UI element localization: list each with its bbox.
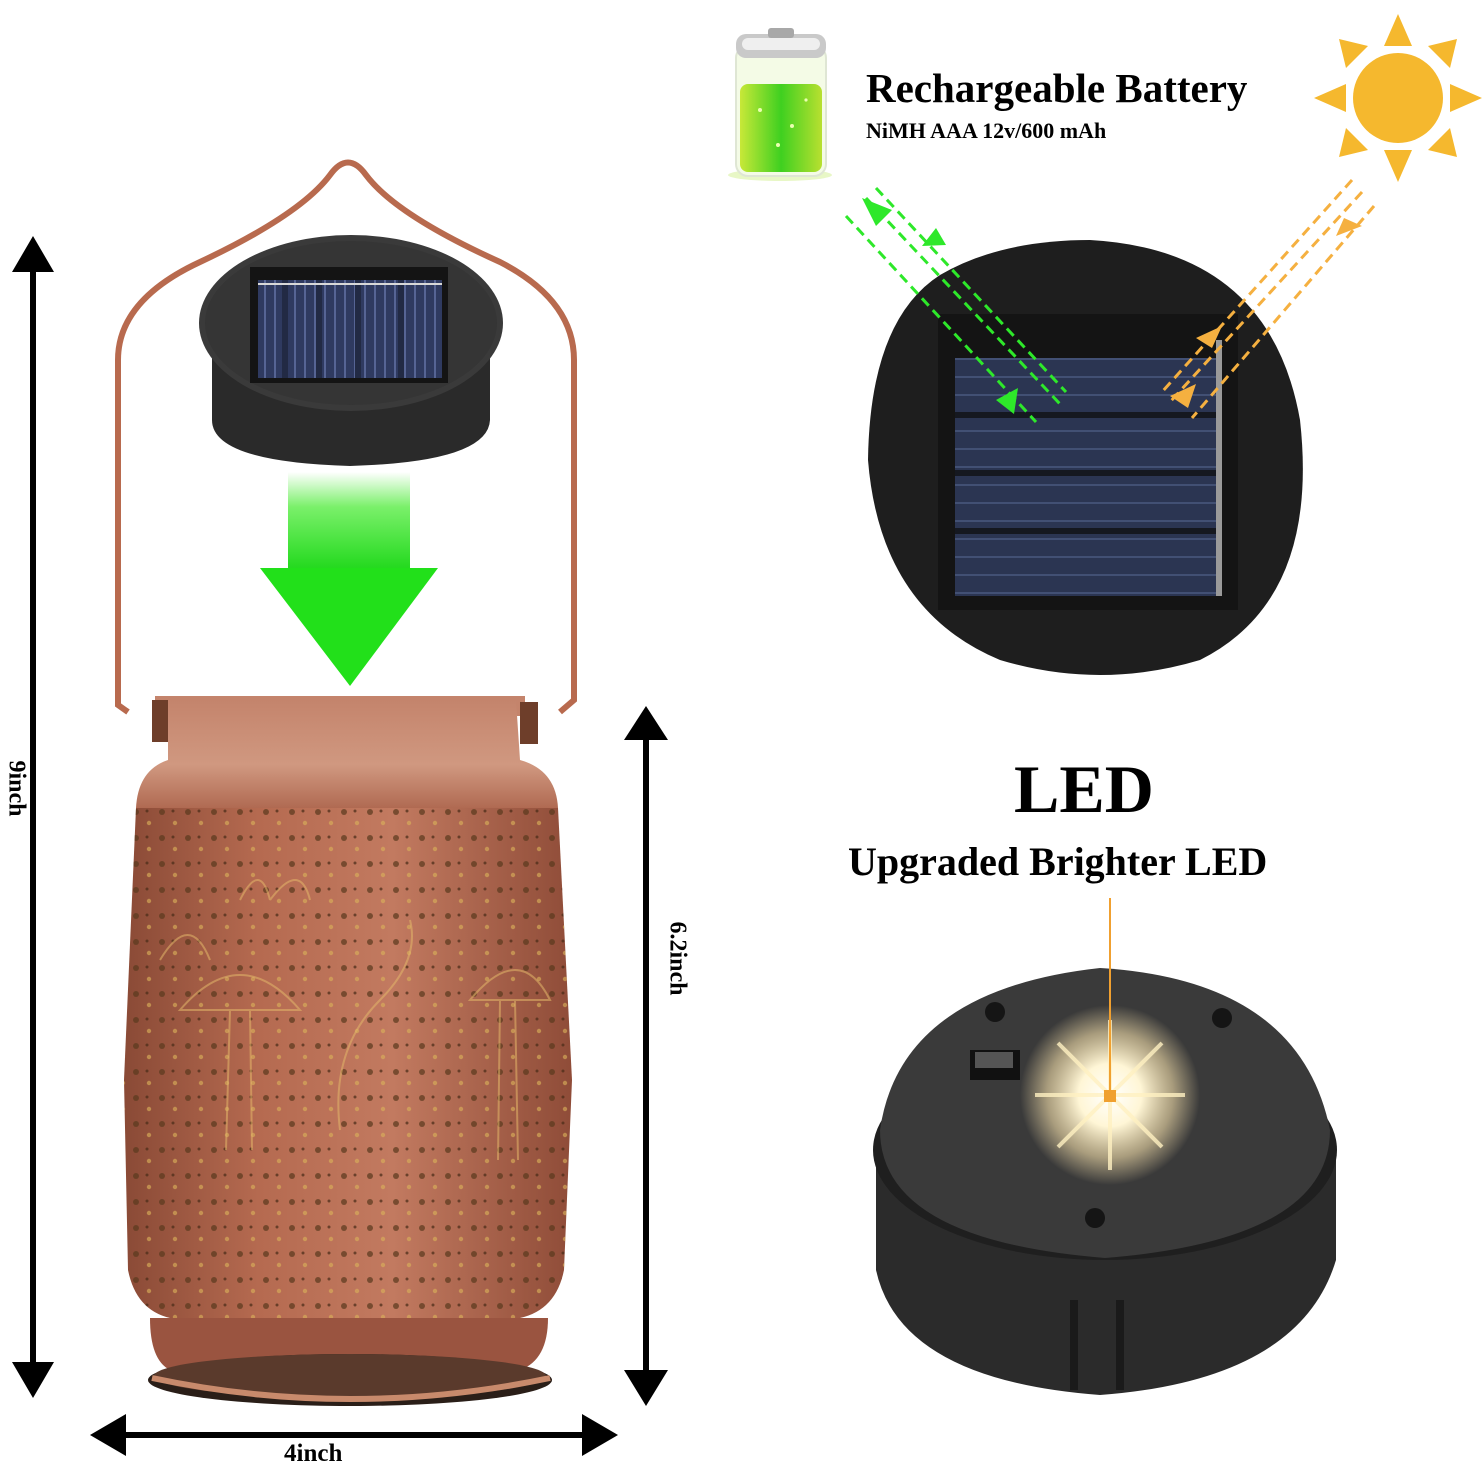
- reflected-rays: [844, 186, 1068, 424]
- sun-icon: [1314, 14, 1482, 182]
- sunlight-ray-arrowheads: [1170, 218, 1362, 408]
- solar-panel-closeup: [868, 240, 1303, 675]
- led-unit: [873, 898, 1337, 1395]
- insert-arrow: [260, 472, 438, 686]
- lantern-handle: [115, 159, 577, 715]
- led-subtitle: Upgraded Brighter LED: [848, 839, 1268, 884]
- led-title: LED: [1014, 751, 1154, 827]
- solar-lid: [199, 235, 503, 466]
- dimension-arrow-9inch: [12, 236, 54, 1398]
- sunlight-rays: [1160, 178, 1376, 419]
- dimension-arrow-6-2inch: [624, 706, 668, 1406]
- dimension-label-width: 4inch: [284, 1440, 343, 1467]
- dimension-label-height-total: 9inch: [3, 760, 30, 817]
- battery-title: Rechargeable Battery: [866, 65, 1248, 111]
- dimension-label-height-body: 6.2inch: [664, 921, 691, 996]
- battery-spec: NiMH AAA 12v/600 mAh: [866, 118, 1107, 143]
- dimension-arrow-4inch: [90, 1414, 618, 1456]
- lantern-body: [124, 696, 572, 1406]
- battery-icon: [728, 28, 832, 181]
- reflected-ray-arrowheads: [862, 198, 1018, 414]
